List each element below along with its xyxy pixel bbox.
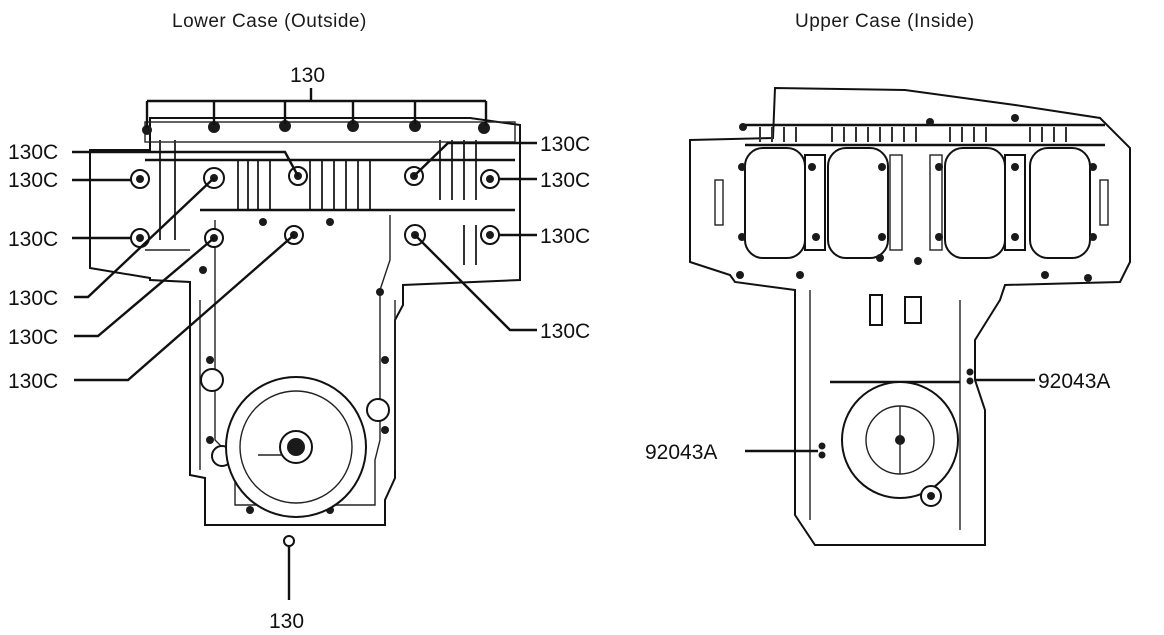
lower-case-drawing [89, 117, 521, 547]
label-bottom-130: 130 [269, 610, 304, 633]
label-130c-right-1: 130C [540, 133, 590, 156]
label-top-130: 130 [290, 64, 325, 87]
label-130c-left-6: 130C [8, 370, 58, 393]
upper-case-title: Upper Case (Inside) [795, 11, 975, 32]
label-92043a-left: 92043A [645, 441, 717, 464]
label-92043a-right: 92043A [1038, 370, 1110, 393]
label-130c-left-1: 130C [8, 141, 58, 164]
lower-case-title: Lower Case (Outside) [172, 11, 367, 32]
label-130c-right-2: 130C [540, 169, 590, 192]
upper-case-drawing [689, 86, 1131, 546]
label-130c-left-4: 130C [8, 287, 58, 310]
label-130c-right-3: 130C [540, 225, 590, 248]
upper-case-leaders [745, 378, 1035, 453]
label-130c-right-4: 130C [540, 320, 590, 343]
label-130c-left-3: 130C [8, 228, 58, 251]
label-130c-left-5: 130C [8, 326, 58, 349]
lower-case-leaders [72, 88, 537, 600]
label-130c-left-2: 130C [8, 169, 58, 192]
